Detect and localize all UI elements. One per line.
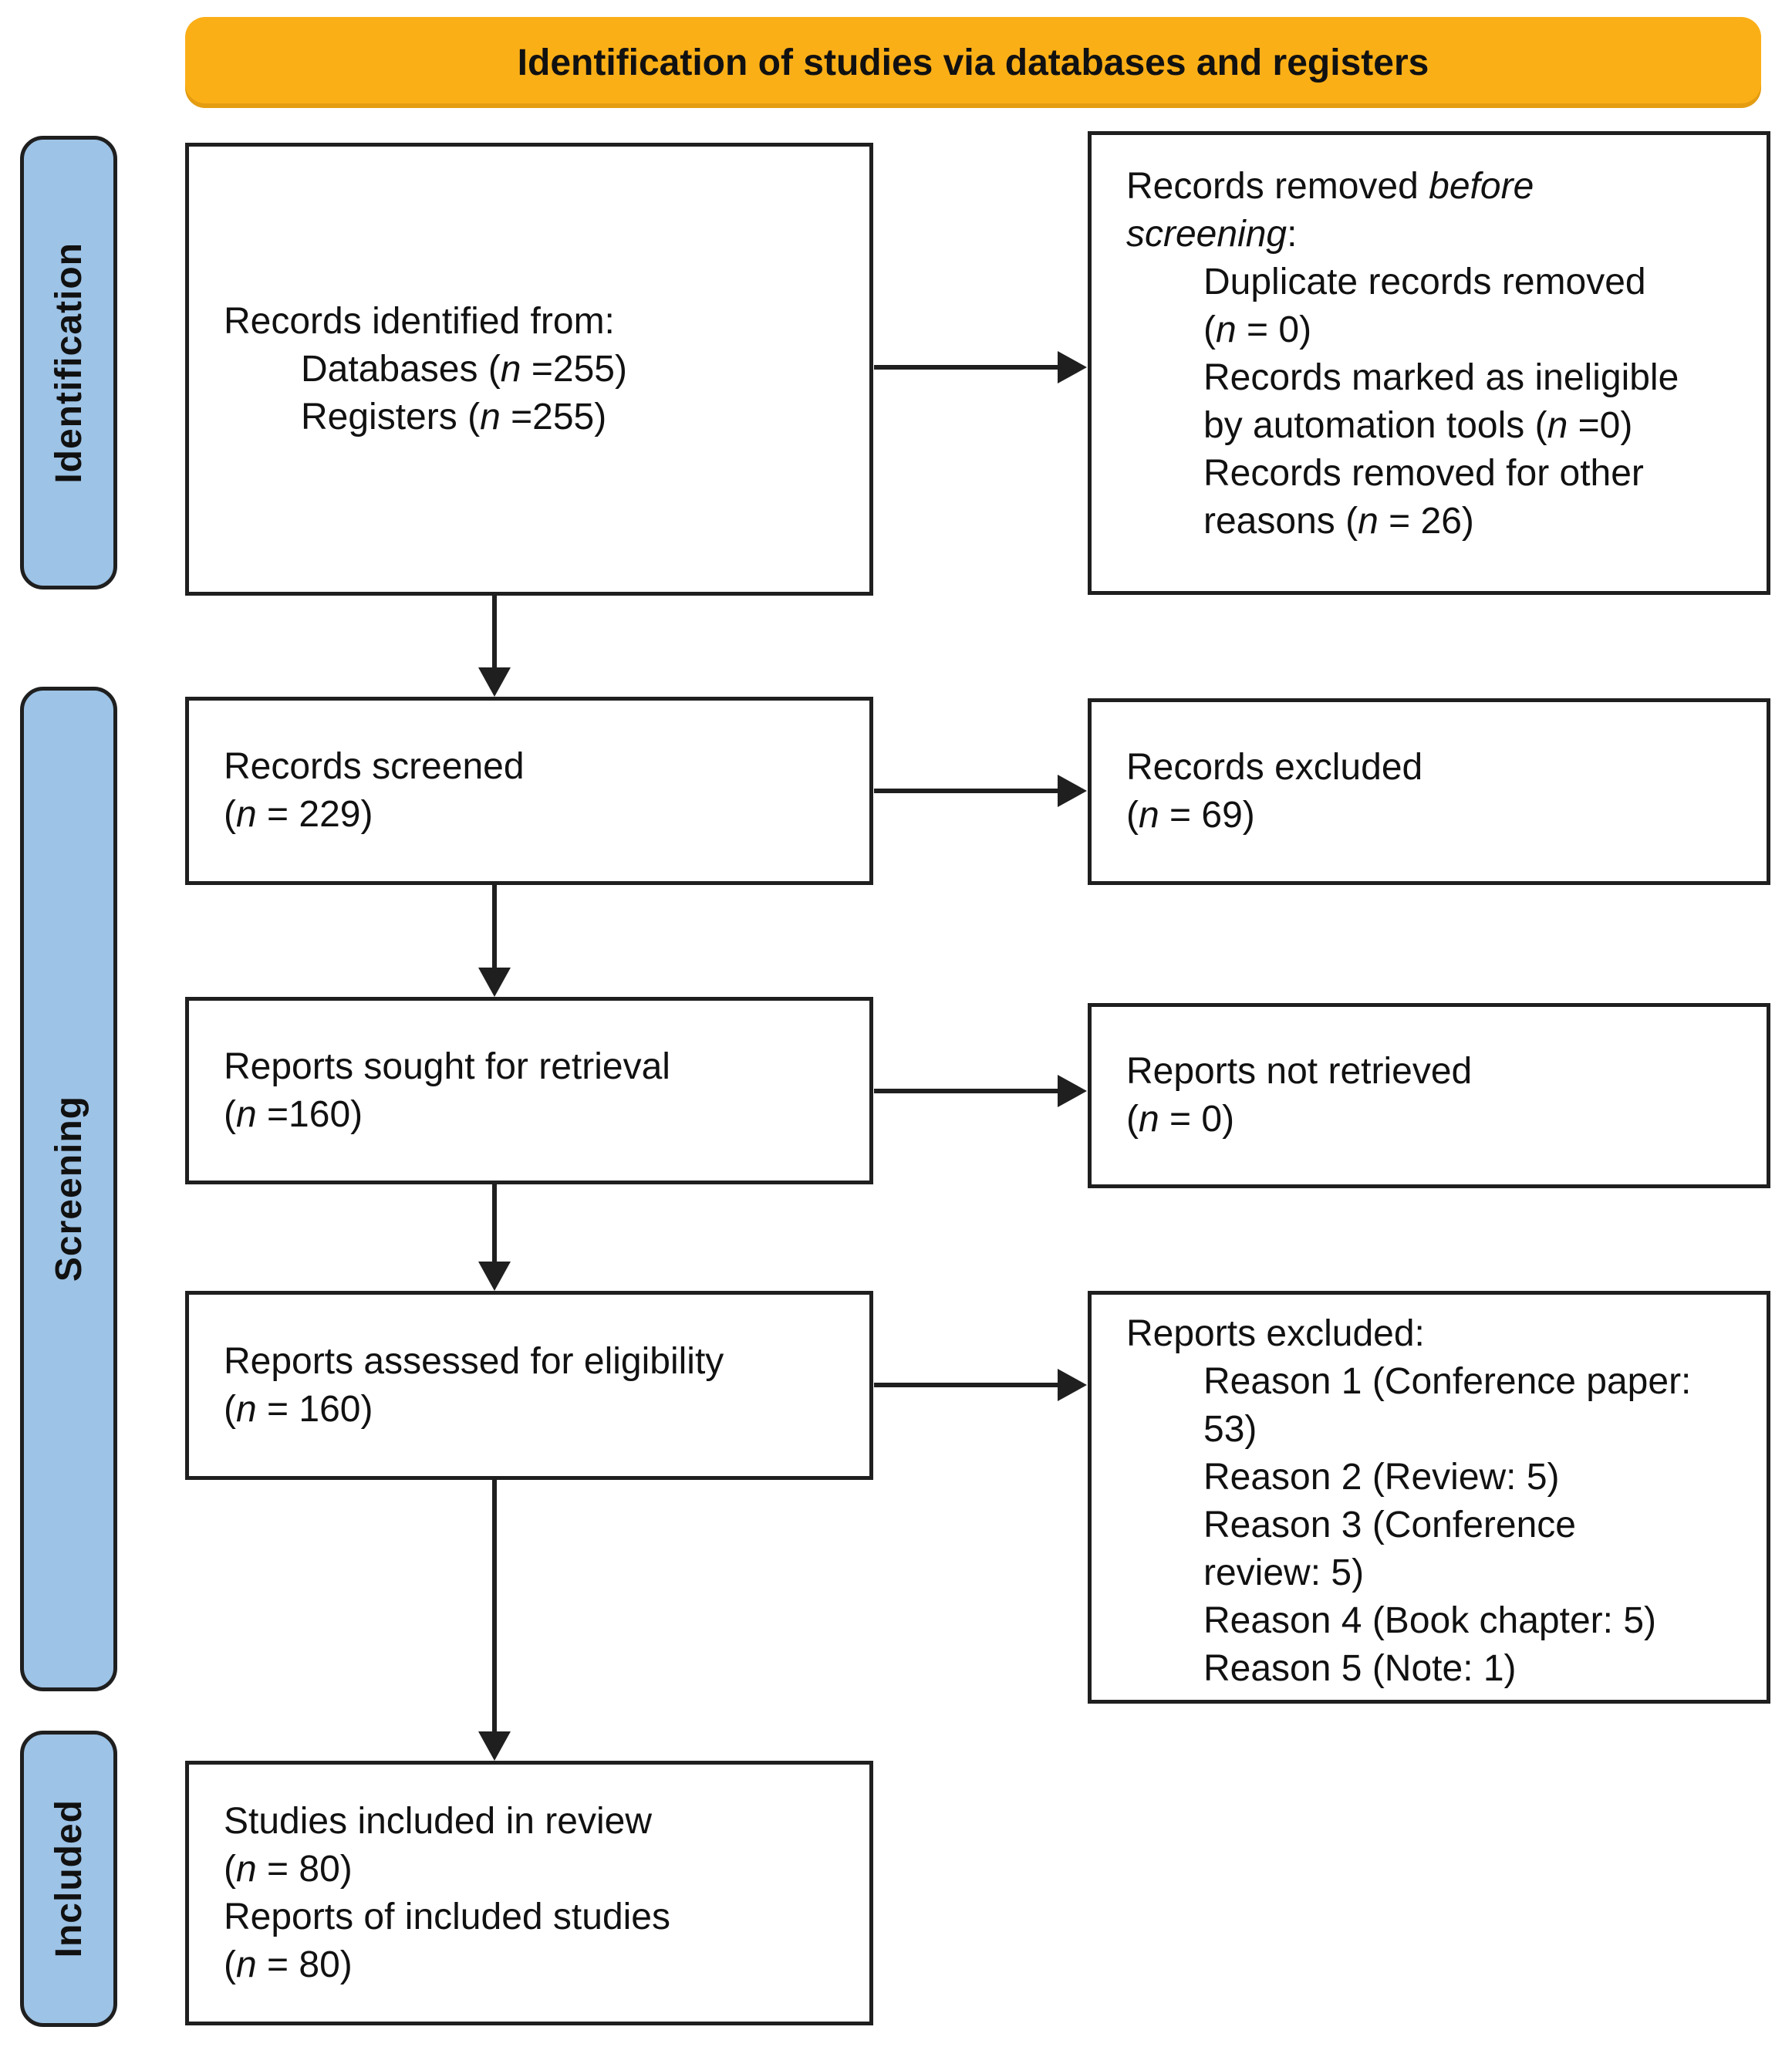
arrow-down-screened-to-sought bbox=[492, 885, 497, 968]
arrow-right-sought-to-not-retrieved bbox=[874, 1089, 1058, 1093]
text-line: (n =160) bbox=[224, 1093, 363, 1135]
box-reports-assessed-for-eligibility: Reports assessed for eligibility (n = 160… bbox=[185, 1291, 873, 1480]
text-line: (n = 0) bbox=[1203, 309, 1312, 350]
text-line: (n = 80) bbox=[224, 1944, 353, 1985]
text-line: Reason 1 (Conference paper: bbox=[1203, 1361, 1692, 1402]
text-line: Records removed before bbox=[1126, 166, 1534, 207]
diagram-title: Identification of studies via databases … bbox=[517, 42, 1429, 83]
text-line: Studies included in review bbox=[224, 1800, 652, 1842]
text-line: Records marked as ineligible bbox=[1203, 357, 1679, 398]
text-line: (n = 160) bbox=[224, 1388, 373, 1430]
text-line: Records identified from: bbox=[224, 300, 615, 342]
arrow-right-identified-to-removed bbox=[874, 365, 1058, 370]
text-line: 53) bbox=[1203, 1409, 1257, 1450]
text-line: Records excluded bbox=[1126, 747, 1423, 788]
box-reports-not-retrieved: Reports not retrieved (n = 0) bbox=[1088, 1003, 1770, 1188]
phase-label-included: Included bbox=[20, 1731, 117, 2027]
box-records-excluded: Records excluded (n = 69) bbox=[1088, 698, 1770, 885]
text-line: Reason 2 (Review: 5) bbox=[1203, 1457, 1560, 1498]
phase-label-text: Included bbox=[48, 1799, 89, 1958]
arrow-right-assessed-to-excluded bbox=[874, 1383, 1058, 1387]
text-line: Databases (n =255) bbox=[301, 348, 627, 390]
phase-label-screening: Screening bbox=[20, 687, 117, 1691]
text-line: Reports assessed for eligibility bbox=[224, 1340, 724, 1382]
text-line: Records removed for other bbox=[1203, 453, 1644, 494]
arrow-down-sought-to-assessed bbox=[492, 1184, 497, 1262]
text-line: Reason 5 (Note: 1) bbox=[1203, 1648, 1517, 1689]
diagram-title-banner: Identification of studies via databases … bbox=[185, 17, 1761, 108]
text-line: Reports excluded: bbox=[1126, 1313, 1425, 1354]
arrow-down-identified-to-screened bbox=[492, 596, 497, 667]
phase-label-text: Screening bbox=[48, 1096, 89, 1282]
text-line: Duplicate records removed bbox=[1203, 262, 1646, 302]
text-line: (n = 229) bbox=[224, 794, 373, 835]
box-records-identified: Records identified from: Databases (n =25… bbox=[185, 143, 873, 596]
text-line: (n = 0) bbox=[1126, 1099, 1235, 1140]
text-line: by automation tools (n =0) bbox=[1203, 405, 1633, 446]
text-line: Records screened bbox=[224, 746, 525, 787]
phase-label-identification: Identification bbox=[20, 136, 117, 589]
arrow-right-screened-to-excluded bbox=[874, 789, 1058, 793]
text-line: Reports not retrieved bbox=[1126, 1051, 1473, 1092]
text-line: Reports sought for retrieval bbox=[224, 1045, 670, 1087]
text-line: (n = 80) bbox=[224, 1848, 353, 1890]
text-line: Reason 3 (Conference bbox=[1203, 1505, 1576, 1545]
text-line: Reports of included studies bbox=[224, 1896, 670, 1937]
box-records-screened: Records screened (n = 229) bbox=[185, 697, 873, 885]
text-line: reasons (n = 26) bbox=[1203, 501, 1474, 542]
box-records-removed-before-screening: Records removed before screening: Duplicat… bbox=[1088, 131, 1770, 595]
text-line: (n = 69) bbox=[1126, 795, 1255, 836]
text-line: review: 5) bbox=[1203, 1552, 1365, 1593]
box-studies-included-in-review: Studies included in review (n = 80) Report… bbox=[185, 1761, 873, 2025]
box-reports-sought-for-retrieval: Reports sought for retrieval (n =160) bbox=[185, 997, 873, 1184]
arrow-down-assessed-to-included bbox=[492, 1480, 497, 1731]
phase-label-text: Identification bbox=[48, 242, 89, 484]
text-line: screening: bbox=[1126, 214, 1298, 255]
text-line: Reason 4 (Book chapter: 5) bbox=[1203, 1600, 1656, 1641]
box-reports-excluded-reasons: Reports excluded: Reason 1 (Conference pa… bbox=[1088, 1291, 1770, 1704]
text-line: Registers (n =255) bbox=[301, 396, 607, 437]
